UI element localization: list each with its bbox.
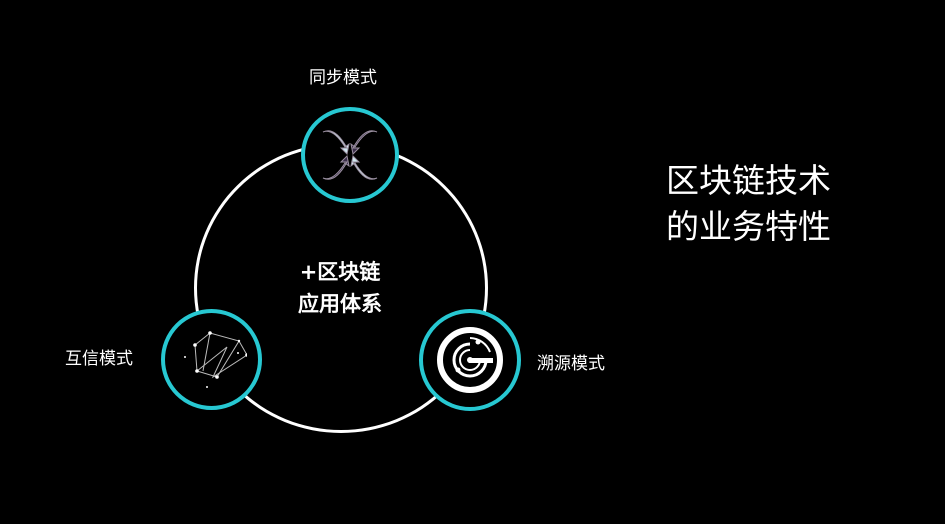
network-mesh-icon: [183, 330, 247, 388]
trace-radar-icon: [437, 327, 503, 393]
node-sync: [301, 107, 399, 203]
node-label-trace: 溯源模式: [537, 354, 605, 374]
center-label-line-2: 应用体系: [298, 292, 382, 316]
center-label-line-1: +区块链: [299, 260, 381, 284]
node-label-sync: 同步模式: [309, 68, 377, 88]
node-trust: [161, 309, 262, 410]
slide-title-line-1: 区块链技术: [666, 161, 831, 200]
center-label: +区块链 应用体系: [280, 256, 400, 320]
slide-title: 区块链技术 的业务特性: [666, 158, 831, 250]
slide-title-line-2: 的业务特性: [666, 207, 831, 246]
sync-arrows-icon: [322, 130, 378, 180]
node-trace: [419, 309, 521, 411]
node-label-trust: 互信模式: [65, 349, 133, 369]
